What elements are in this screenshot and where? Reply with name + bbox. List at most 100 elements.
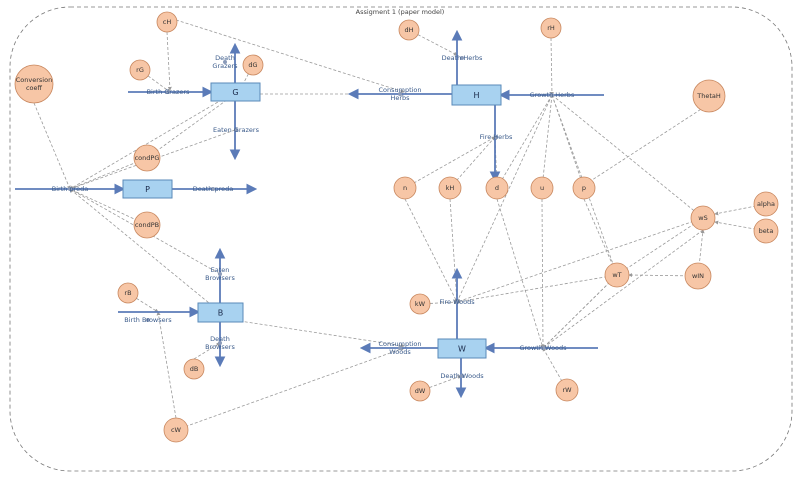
variable-db[interactable] <box>183 358 205 380</box>
variable-dh[interactable] <box>398 19 420 41</box>
influence-link <box>714 220 767 232</box>
variable-rg[interactable] <box>129 59 151 81</box>
flow-valve-birth-browsers[interactable] <box>146 318 150 322</box>
flow-valve-consumption-herbs[interactable] <box>398 92 402 96</box>
variable-beta[interactable] <box>753 218 779 244</box>
variable-label-dw: dW <box>415 387 426 395</box>
variable-label-db: dB <box>190 365 199 373</box>
influence-link <box>456 217 704 303</box>
influence-link <box>69 91 236 190</box>
variable-thetah[interactable] <box>692 79 726 113</box>
influence-link <box>449 198 459 303</box>
variable-dw[interactable] <box>409 380 431 402</box>
influence-link <box>542 274 618 349</box>
flow-valve-death-grazers[interactable] <box>223 60 227 64</box>
variable-u[interactable] <box>530 176 554 200</box>
influence-link <box>540 198 545 349</box>
flow-valve-eaten-browsers[interactable] <box>218 272 222 276</box>
flow-label-death-preda: Death preda <box>193 185 234 193</box>
influence-link <box>714 203 767 216</box>
influence-link <box>166 31 172 91</box>
variable-label-rw: rW <box>562 386 572 394</box>
variable-condpg[interactable] <box>133 144 161 172</box>
stock-label-g: G <box>232 88 238 97</box>
flow-valve-death-herbs[interactable] <box>460 56 464 60</box>
variable-kw[interactable] <box>409 293 431 315</box>
flows-layer <box>15 29 604 399</box>
variable-label-ch: cH <box>163 18 172 26</box>
influence-link <box>33 102 71 190</box>
flow-valve-fire-woods[interactable] <box>455 300 459 304</box>
influence-link <box>69 157 148 190</box>
variable-rb[interactable] <box>117 282 139 304</box>
variable-wt[interactable] <box>604 262 630 288</box>
variable-p[interactable] <box>572 176 596 200</box>
variable-win[interactable] <box>684 262 712 290</box>
variable-cw[interactable] <box>163 417 189 443</box>
variable-label-p: p <box>582 184 586 192</box>
variable-label-rg: rG <box>136 66 144 74</box>
influence-link <box>616 217 704 276</box>
influence-link <box>175 347 405 431</box>
stock-label-h: H <box>473 91 479 100</box>
variable-label-thetah: ThetaH <box>696 92 721 100</box>
variable-label-ws: wS <box>698 214 707 222</box>
variable-ws[interactable] <box>690 205 716 231</box>
influence-link <box>69 188 148 226</box>
influence-link <box>588 103 710 183</box>
flow-valve-growth-herbs[interactable] <box>550 93 554 97</box>
flow-label-fire-herbs: Fire Herbs <box>480 133 513 141</box>
influence-link <box>69 188 221 313</box>
variable-ch[interactable] <box>156 11 178 33</box>
influence-link <box>496 94 553 189</box>
flow-valve-death-browsers[interactable] <box>218 341 222 345</box>
flow-valve-fire-herbs[interactable] <box>494 135 498 139</box>
influence-link <box>542 229 704 349</box>
variable-dg[interactable] <box>242 54 264 76</box>
variable-label-rb: rB <box>124 289 131 297</box>
variable-alpha[interactable] <box>753 191 779 217</box>
variable-conv[interactable] <box>14 64 54 104</box>
variable-label-condpg: condPG <box>135 154 160 162</box>
influence-link <box>146 93 236 159</box>
variable-label-kh: kH <box>446 184 455 192</box>
influence-link <box>404 198 458 303</box>
influence-link <box>551 94 585 189</box>
variable-rw[interactable] <box>555 378 579 402</box>
flow-label-death-herbs: Death Herbs <box>442 54 483 62</box>
stock-p[interactable] <box>122 179 173 199</box>
influence-link <box>540 94 553 189</box>
variable-d[interactable] <box>485 176 509 200</box>
flow-valve-birth-preda[interactable] <box>68 187 72 191</box>
stock-g[interactable] <box>210 82 261 102</box>
variable-label-win: wIN <box>692 272 704 280</box>
stock-h[interactable] <box>451 84 502 106</box>
variable-rh[interactable] <box>540 17 562 39</box>
variable-label-u: u <box>540 184 544 192</box>
flow-label-birth-grazers: Birth Grazers <box>147 88 190 96</box>
variable-kh[interactable] <box>438 176 462 200</box>
flow-valve-growth-woods[interactable] <box>541 346 545 350</box>
stock-label-p: P <box>145 185 150 194</box>
flow-label-death-woods: Death Woods <box>440 372 484 380</box>
flow-valve-death-preda[interactable] <box>211 187 215 191</box>
flow-valve-death-woods[interactable] <box>460 374 464 378</box>
variable-label-dg: dG <box>248 61 257 69</box>
stock-b[interactable] <box>197 302 244 323</box>
variable-n[interactable] <box>393 176 417 200</box>
stock-w[interactable] <box>437 338 487 359</box>
influence-link <box>193 342 221 360</box>
flow-label-growth-herbs: Growth Herbs <box>530 91 575 99</box>
flow-valve-eaten-grazers[interactable] <box>234 128 238 132</box>
stock-label-b: B <box>218 309 224 318</box>
flow-valve-consumption-woods[interactable] <box>398 346 402 350</box>
flow-valve-birth-grazers[interactable] <box>166 90 170 94</box>
variable-label-n: n <box>403 184 407 192</box>
variable-condpb[interactable] <box>133 211 161 239</box>
